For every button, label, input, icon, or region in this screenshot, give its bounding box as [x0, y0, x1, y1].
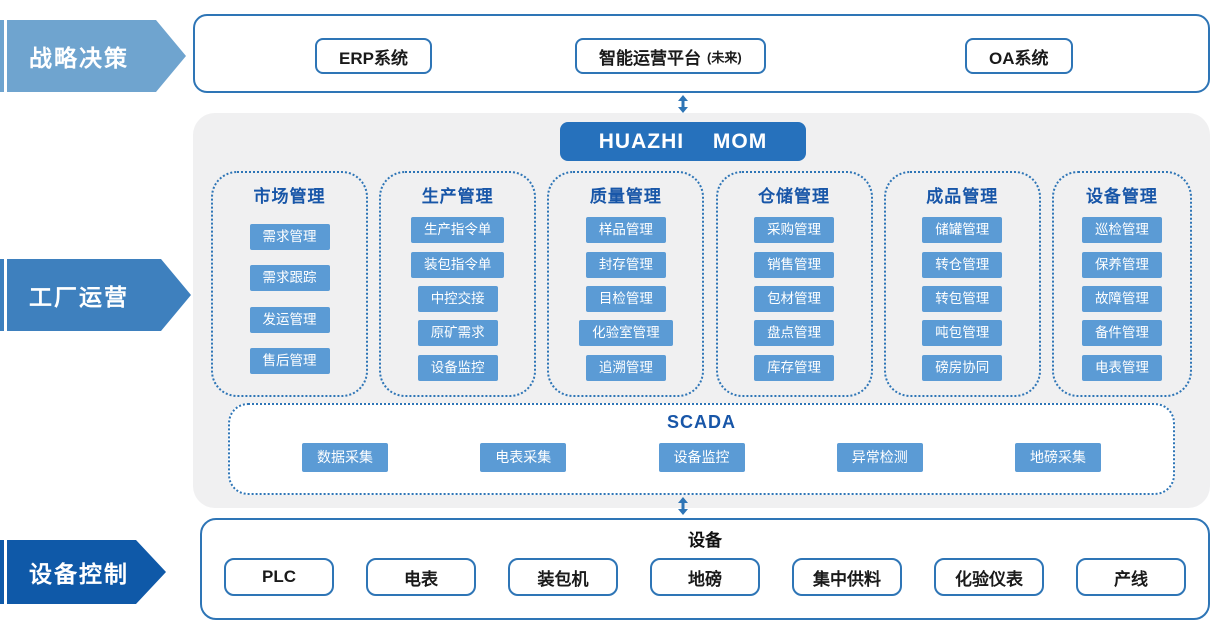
scada-items: 数据采集 电表采集 设备监控 异常检测 地磅采集: [230, 443, 1173, 472]
mom-columns: 市场管理 需求管理 需求跟踪 发运管理 售后管理 生产管理 生产指令单 装包指令…: [211, 171, 1192, 397]
device-box-lab-instrument: 化验仪表: [934, 558, 1044, 596]
column-items: 采购管理 销售管理 包材管理 盘点管理 库存管理: [718, 207, 871, 395]
mom-title: HUAZHI MOM: [598, 129, 768, 153]
module-chip: 储罐管理: [922, 217, 1003, 244]
device-box-central-feeding: 集中供料: [792, 558, 902, 596]
column-items: 需求管理 需求跟踪 发运管理 售后管理: [213, 207, 366, 395]
banner-control-label: 设备控制: [29, 561, 129, 587]
module-chip: 装包指令单: [410, 251, 505, 278]
module-chip: 中控交接: [417, 285, 498, 313]
up-down-arrow-icon: [678, 497, 688, 515]
module-chip: 需求管理: [249, 224, 330, 251]
system-box-smart-ops: 智能运营平台 (未来): [575, 38, 766, 74]
scada-section: SCADA 数据采集 电表采集 设备监控 异常检测 地磅采集: [228, 403, 1175, 495]
module-chip: 样品管理: [585, 217, 666, 244]
mom-panel: HUAZHI MOM 市场管理 需求管理 需求跟踪 发运管理 售后管理 生产管理…: [193, 113, 1210, 508]
module-chip: 巡检管理: [1081, 217, 1162, 244]
module-chip: 保养管理: [1081, 251, 1162, 278]
banner-edge-bar-operations: [0, 259, 4, 331]
equipment-title: 设备: [688, 531, 722, 550]
column-equipment-management: 设备管理 巡检管理 保养管理 故障管理 备件管理 电表管理: [1051, 171, 1192, 397]
column-items: 储罐管理 转仓管理 转包管理 吨包管理 磅房协同: [886, 207, 1039, 395]
module-chip: 追溯管理: [585, 354, 666, 381]
scada-chip: 异常检测: [836, 443, 923, 472]
column-items: 样品管理 封存管理 目检管理 化验室管理 追溯管理: [549, 207, 702, 395]
module-chip: 发运管理: [249, 306, 330, 333]
module-chip: 售后管理: [249, 347, 330, 374]
banner-edge-bar-strategy: [0, 20, 4, 92]
equipment-row: PLC 电表 装包机 地磅 集中供料 化验仪表 产线: [202, 558, 1208, 596]
column-header: 质量管理: [589, 187, 662, 206]
module-chip: 吨包管理: [922, 320, 1003, 347]
scada-chip: 设备监控: [658, 443, 745, 472]
module-chip: 化验室管理: [579, 320, 673, 347]
scada-chip: 地磅采集: [1015, 443, 1101, 472]
column-finished-goods-management: 成品管理 储罐管理 转仓管理 转包管理 吨包管理 磅房协同: [883, 171, 1041, 397]
module-chip: 故障管理: [1081, 285, 1162, 313]
module-chip: 转仓管理: [922, 251, 1003, 278]
banner-edge-bar-control: [0, 540, 4, 604]
device-box-plc: PLC: [224, 558, 334, 596]
module-chip: 原矿需求: [417, 320, 498, 347]
module-chip: 包材管理: [754, 285, 835, 313]
mom-title-bar: HUAZHI MOM: [560, 122, 806, 161]
device-box-electric-meter: 电表: [366, 558, 476, 596]
column-header: 市场管理: [253, 187, 326, 206]
device-box-bagging-machine: 装包机: [508, 558, 618, 596]
module-chip: 盘点管理: [754, 320, 835, 347]
column-quality-management: 质量管理 样品管理 封存管理 目检管理 化验室管理 追溯管理: [547, 171, 705, 397]
module-chip: 磅房协同: [922, 354, 1003, 381]
column-market-management: 市场管理 需求管理 需求跟踪 发运管理 售后管理: [211, 171, 368, 397]
equipment-section: 设备 PLC 电表 装包机 地磅 集中供料 化验仪表 产线: [200, 518, 1210, 620]
system-box-erp: ERP系统: [315, 38, 432, 74]
column-header: 成品管理: [926, 187, 999, 206]
module-chip: 生产指令单: [410, 217, 505, 244]
column-items: 生产指令单 装包指令单 中控交接 原矿需求 设备监控: [381, 207, 534, 395]
scada-chip: 数据采集: [302, 443, 388, 472]
device-box-weighbridge: 地磅: [650, 558, 760, 596]
module-chip: 库存管理: [754, 354, 835, 381]
column-header: 生产管理: [421, 187, 494, 206]
banner-factory-operations: 工厂运营: [7, 259, 191, 331]
banner-operations-label: 工厂运营: [29, 284, 129, 310]
smart-ops-label: 智能运营平台: [599, 48, 701, 68]
smart-ops-suffix: (未来): [707, 49, 742, 65]
banner-equipment-control: 设备控制: [7, 540, 166, 604]
column-items: 巡检管理 保养管理 故障管理 备件管理 电表管理: [1054, 207, 1190, 395]
up-down-arrow-icon: [678, 95, 688, 113]
scada-chip: 电表采集: [480, 443, 567, 472]
system-box-oa: OA系统: [965, 38, 1073, 74]
module-chip: 销售管理: [754, 251, 835, 278]
erp-label: ERP系统: [339, 48, 408, 68]
module-chip: 封存管理: [585, 251, 666, 278]
column-header: 仓储管理: [758, 187, 831, 206]
device-box-production-line: 产线: [1076, 558, 1186, 596]
module-chip: 设备监控: [417, 354, 498, 381]
top-systems-container: ERP系统 智能运营平台 (未来) OA系统: [193, 14, 1210, 93]
scada-title: SCADA: [666, 412, 736, 432]
module-chip: 转包管理: [922, 285, 1003, 313]
module-chip: 需求跟踪: [249, 265, 330, 292]
module-chip: 备件管理: [1081, 320, 1162, 347]
module-chip: 电表管理: [1081, 354, 1162, 381]
module-chip: 目检管理: [585, 285, 666, 313]
banner-strategy-label: 战略决策: [29, 45, 129, 71]
module-chip: 采购管理: [754, 217, 835, 244]
banner-strategy-decision: 战略决策: [7, 20, 186, 92]
column-warehouse-management: 仓储管理 采购管理 销售管理 包材管理 盘点管理 库存管理: [715, 171, 873, 397]
column-header: 设备管理: [1085, 187, 1158, 206]
oa-label: OA系统: [989, 48, 1049, 68]
column-production-management: 生产管理 生产指令单 装包指令单 中控交接 原矿需求 设备监控: [379, 171, 537, 397]
